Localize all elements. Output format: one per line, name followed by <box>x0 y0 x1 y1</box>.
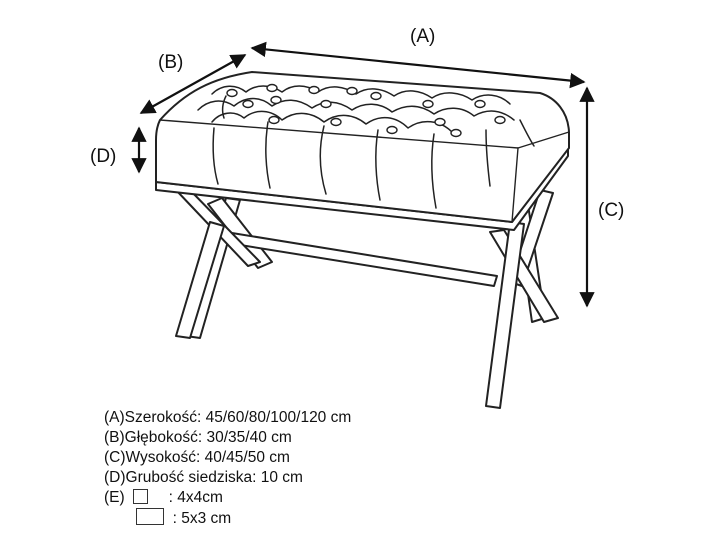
dimension-c-label: (C) <box>598 200 624 221</box>
legend-e-rectangle: : 5x3 cm <box>172 510 232 527</box>
bench-cushion <box>155 71 570 223</box>
dimension-b-arrow <box>139 54 247 114</box>
bench-front-legs <box>175 187 559 409</box>
dimensions-legend: (A)Szerokość: 45/60/80/100/120 cm (B)Głę… <box>104 408 351 528</box>
rectangle-leg-profile-icon <box>136 508 165 525</box>
dimension-d-label: (D) <box>90 146 116 167</box>
bench-buttons <box>226 83 506 138</box>
bench-illustration <box>155 71 570 409</box>
legend-height: (C)Wysokość: 40/45/50 cm <box>104 449 290 466</box>
dimension-b-label: (B) <box>158 52 183 73</box>
dimension-a-label: (A) <box>410 26 435 47</box>
dimension-a-arrow <box>250 41 586 89</box>
legend-e-prefix: (E) <box>104 489 125 506</box>
legend-leg-size-row-1: (E) : 4x4cm <box>104 488 351 508</box>
legend-e-square: : 4x4cm <box>168 489 223 506</box>
square-leg-profile-icon <box>132 489 148 504</box>
legend-depth: (B)Głębokość: 30/35/40 cm <box>104 429 292 446</box>
legend-leg-size-row-2: : 5x3 cm <box>104 508 351 528</box>
legend-seat-thickness: (D)Grubość siedziska: 10 cm <box>104 469 303 486</box>
legend-width: (A)Szerokość: 45/60/80/100/120 cm <box>104 409 352 426</box>
